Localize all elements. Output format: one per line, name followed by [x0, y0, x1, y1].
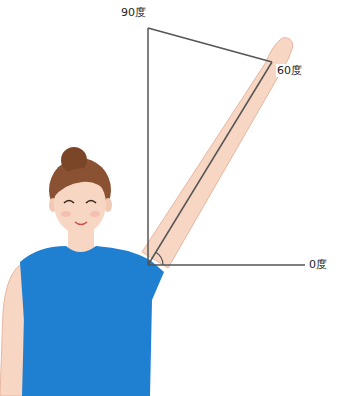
hair-fringe: [53, 168, 108, 198]
blue-shirt: [20, 246, 164, 396]
angle-label: 0度: [308, 258, 328, 271]
cheek: [61, 211, 71, 217]
horizontal-line: [148, 264, 305, 266]
angle-arc: [156, 252, 163, 265]
raised-arm: [142, 38, 293, 268]
mouth: [75, 222, 87, 225]
arm-line: [148, 62, 272, 265]
cheek: [90, 211, 100, 217]
angle-label: 90度: [120, 6, 147, 19]
vertical-line: [147, 28, 149, 265]
eye: [86, 201, 96, 204]
eye: [64, 201, 74, 204]
left-arm: [0, 262, 24, 396]
angle-label: 60度: [276, 64, 303, 77]
top-line: [148, 28, 272, 62]
